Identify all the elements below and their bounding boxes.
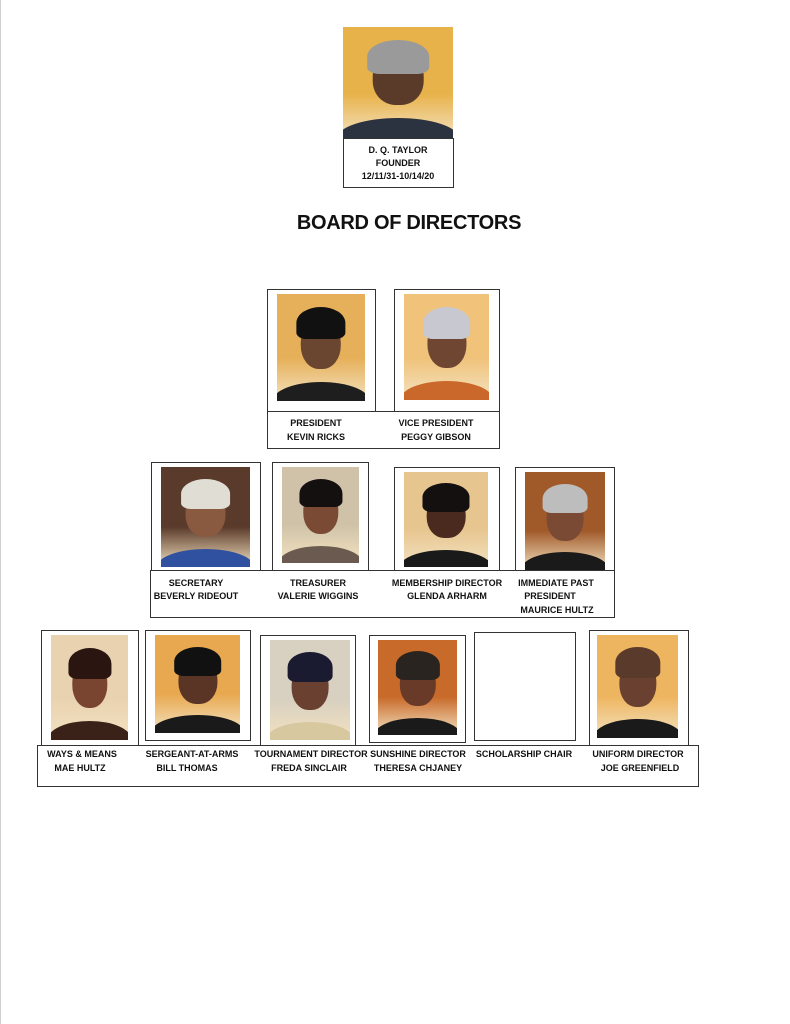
portrait-torso: [404, 549, 488, 567]
member-role: SCHOLARSHIP CHAIR: [475, 749, 573, 759]
sunshine-director-photo: [378, 640, 457, 735]
portrait-torso: [343, 118, 453, 138]
member-role: SUNSHINE DIRECTOR: [370, 749, 466, 759]
member-role: IMMEDIATE PAST: [518, 578, 594, 588]
portrait-torso: [161, 549, 250, 567]
treasurer-photo: [282, 467, 359, 563]
member-name: JOE GREENFIELD: [600, 763, 680, 773]
portrait-torso: [51, 721, 128, 740]
member-name: BEVERLY RIDEOUT: [153, 591, 239, 601]
row2-caption-box: [150, 570, 615, 618]
portrait-hair: [296, 306, 346, 339]
portrait-hair: [287, 652, 333, 682]
portrait-torso: [270, 722, 350, 740]
founder-photo: [343, 27, 453, 138]
founder-dates: 12/11/31-10/14/20: [361, 171, 435, 181]
portrait-hair: [67, 647, 112, 680]
portrait-hair: [180, 479, 231, 509]
president-photo: [277, 294, 365, 401]
membership-director-photo: [404, 472, 488, 567]
member-role: MEMBERSHIP DIRECTOR: [391, 578, 503, 588]
member-name: GLENDA ARHARM: [407, 591, 487, 601]
member-role: TREASURER: [289, 578, 347, 588]
member-role: VICE PRESIDENT: [398, 418, 474, 428]
page-title: BOARD OF DIRECTORS: [296, 212, 522, 234]
founder-caption-box: [343, 138, 454, 188]
portrait-hair: [395, 651, 440, 680]
portrait-hair: [173, 646, 222, 677]
member-role: SECRETARY: [168, 578, 224, 588]
member-role: PRESIDENT: [290, 418, 342, 428]
portrait-hair: [542, 483, 588, 514]
portrait-hair: [422, 483, 470, 512]
member-role: SERGEANT-AT-ARMS: [145, 749, 239, 759]
row3-caption-box: [37, 745, 699, 787]
portrait-torso: [404, 380, 489, 400]
founder-name: D. Q. TAYLOR: [368, 145, 428, 155]
portrait-hair: [614, 647, 661, 679]
member-name: BILL THOMAS: [156, 763, 218, 773]
member-role-line2: PRESIDENT: [524, 591, 576, 601]
founder-role: FOUNDER: [375, 158, 421, 168]
member-name: FREDA SINCLAIR: [271, 763, 347, 773]
portrait-torso: [378, 717, 457, 735]
portrait-hair: [298, 478, 343, 508]
scholarship-chair-empty-frame: [474, 632, 576, 741]
uniform-director-photo: [597, 635, 678, 738]
tournament-director-photo: [270, 640, 350, 740]
member-role: UNIFORM DIRECTOR: [592, 749, 684, 759]
portrait-torso: [597, 719, 678, 738]
sergeant-at-arms-photo: [155, 635, 240, 733]
portrait-hair: [367, 40, 429, 74]
portrait-hair: [422, 306, 471, 339]
member-name: THERESA CHJANEY: [373, 763, 463, 773]
portrait-torso: [282, 545, 359, 563]
member-name: PEGGY GIBSON: [401, 432, 471, 442]
portrait-torso: [525, 552, 605, 570]
portrait-torso: [155, 715, 240, 733]
member-name: MAURICE HULTZ: [520, 605, 594, 615]
portrait-torso: [277, 381, 365, 401]
ways-means-photo: [51, 635, 128, 740]
member-name: VALERIE WIGGINS: [277, 591, 359, 601]
secretary-photo: [161, 467, 250, 567]
page-edge: [0, 0, 1, 1024]
vice-president-photo: [404, 294, 489, 400]
member-name: KEVIN RICKS: [286, 432, 346, 442]
past-president-photo: [525, 472, 605, 570]
member-role: WAYS & MEANS: [47, 749, 117, 759]
member-role: TOURNAMENT DIRECTOR: [254, 749, 368, 759]
row1-caption-box: [267, 411, 500, 449]
member-name: MAE HULTZ: [54, 763, 106, 773]
